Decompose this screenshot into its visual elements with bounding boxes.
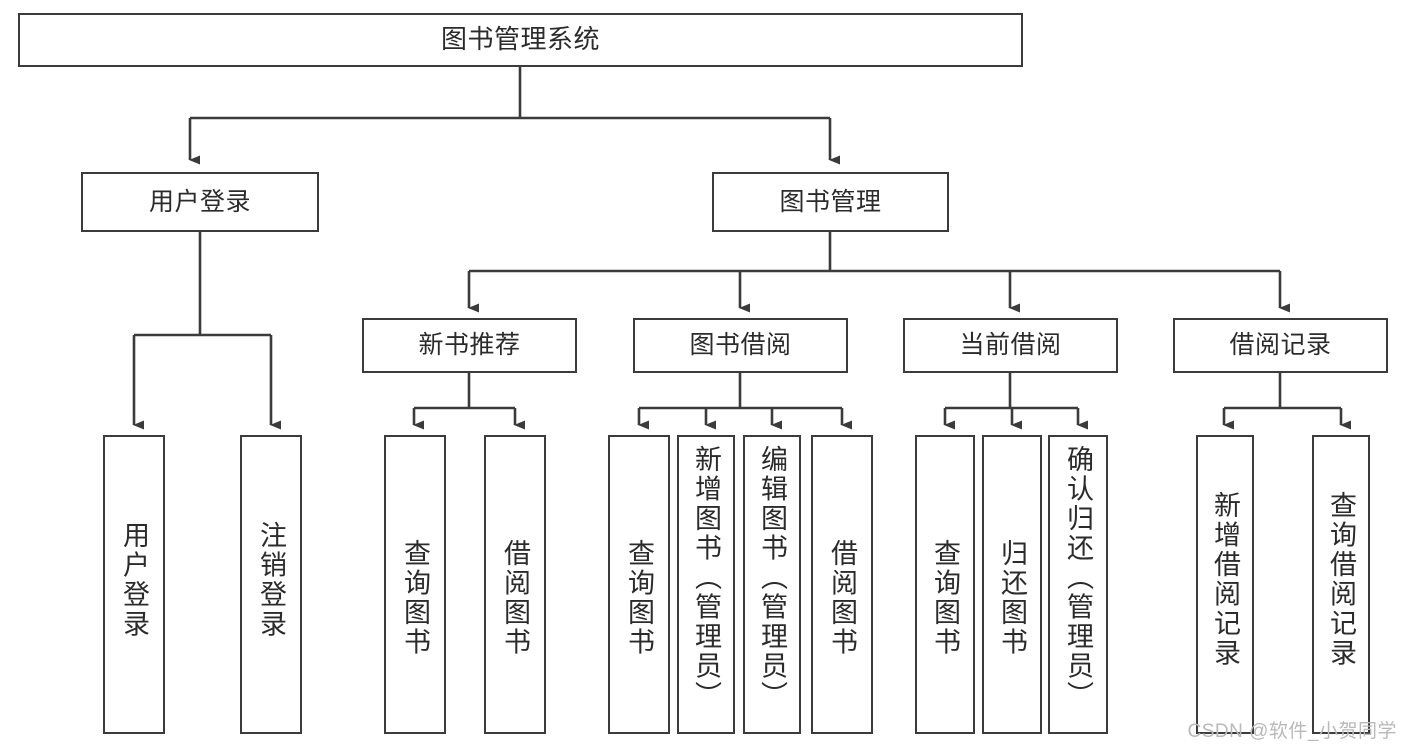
leaf-borrow-record-query[interactable]: 查询借阅记录 [1312,435,1370,734]
node-user-login-label: 用户登录 [148,187,251,216]
leaf-book-borrow-query[interactable]: 查询图书 [608,435,670,734]
leaf-current-borrow-return[interactable]: 归还图书 [982,435,1042,734]
leaf-book-borrow-query-label: 查询图书 [624,539,655,657]
leaf-user-login-logout-label: 注销登录 [256,521,287,639]
leaf-book-borrow-borrow[interactable]: 借阅图书 [811,435,873,734]
node-root-label: 图书管理系统 [440,24,600,55]
leaf-borrow-record-query-label: 查询借阅记录 [1326,491,1357,668]
leaf-borrow-record-add[interactable]: 新增借阅记录 [1196,435,1254,734]
leaf-book-borrow-edit-label: 编辑图书（管理员） [757,445,788,711]
leaf-user-login-login-label: 用户登录 [119,521,150,639]
leaf-current-borrow-confirm-label: 确认归还（管理员） [1063,445,1094,711]
node-book-borrow[interactable]: 图书借阅 [633,318,848,373]
leaf-new-book-query-label: 查询图书 [400,539,431,657]
node-borrow-record-label: 借阅记录 [1229,331,1332,360]
leaf-user-login-logout[interactable]: 注销登录 [240,435,302,734]
node-current-borrow-label: 当前借阅 [959,331,1062,360]
watermark: CSDN @软件_小贺同学 [1187,721,1397,742]
node-user-login[interactable]: 用户登录 [81,172,319,232]
leaf-current-borrow-return-label: 归还图书 [997,539,1028,657]
leaf-book-borrow-add[interactable]: 新增图书（管理员） [677,435,735,734]
leaf-current-borrow-confirm[interactable]: 确认归还（管理员） [1048,435,1108,734]
node-book-borrow-label: 图书借阅 [689,331,792,360]
node-new-book-recommend[interactable]: 新书推荐 [362,318,577,373]
node-root[interactable]: 图书管理系统 [18,13,1023,67]
leaf-borrow-record-add-label: 新增借阅记录 [1210,491,1241,668]
leaf-new-book-query[interactable]: 查询图书 [384,435,446,734]
node-book-manage-label: 图书管理 [779,187,882,216]
leaf-user-login-login[interactable]: 用户登录 [103,435,165,734]
node-borrow-record[interactable]: 借阅记录 [1173,318,1388,373]
leaf-new-book-borrow-label: 借阅图书 [500,539,531,657]
leaf-book-borrow-add-label: 新增图书（管理员） [691,445,722,711]
node-book-manage[interactable]: 图书管理 [712,172,949,232]
node-current-borrow[interactable]: 当前借阅 [903,318,1118,373]
leaf-current-borrow-query-label: 查询图书 [930,539,961,657]
leaf-current-borrow-query[interactable]: 查询图书 [915,435,975,734]
leaf-book-borrow-borrow-label: 借阅图书 [827,539,858,657]
leaf-book-borrow-edit[interactable]: 编辑图书（管理员） [743,435,801,734]
leaf-new-book-borrow[interactable]: 借阅图书 [484,435,546,734]
node-new-book-recommend-label: 新书推荐 [418,331,521,360]
